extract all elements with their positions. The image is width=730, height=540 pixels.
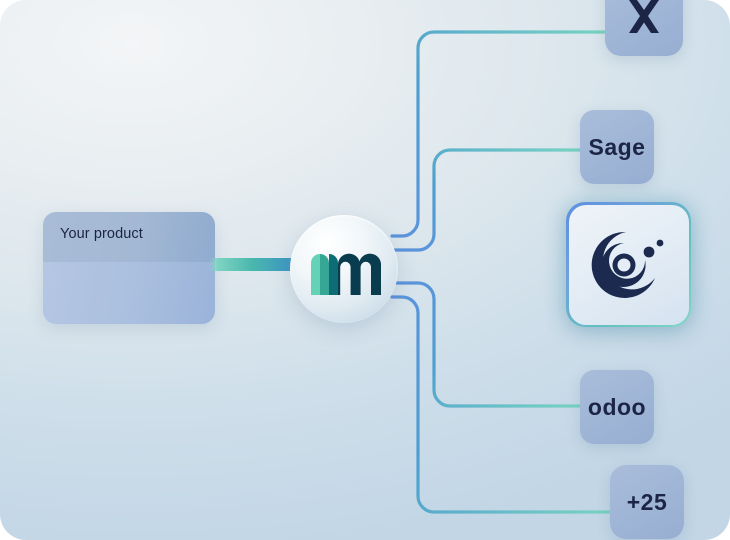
product-card[interactable]: Your product: [43, 212, 215, 324]
wire-to-odoo: [390, 281, 588, 408]
tile-sage[interactable]: Sage: [580, 110, 654, 184]
wire-to-sage: [390, 148, 588, 252]
tile-active-integration[interactable]: [566, 202, 691, 327]
product-card-body: [43, 262, 215, 324]
tile-more-integrations[interactable]: +25: [610, 465, 684, 539]
tile-xero[interactable]: [605, 0, 683, 56]
m-logo-icon: [311, 253, 381, 295]
product-card-header: [43, 212, 215, 262]
sage-wordmark-icon: Sage: [588, 133, 646, 160]
tile-active-inner: [568, 204, 689, 325]
cin7-orbit-icon: [591, 231, 663, 298]
tile-odoo[interactable]: odoo: [580, 370, 654, 444]
xero-x-icon: [622, 0, 666, 39]
more-count-label: +25: [626, 488, 668, 515]
product-card-label: Your product: [60, 226, 143, 242]
hub-node[interactable]: [290, 215, 398, 323]
odoo-wordmark-icon: odoo: [587, 393, 647, 420]
trunk-connector: [209, 258, 313, 271]
